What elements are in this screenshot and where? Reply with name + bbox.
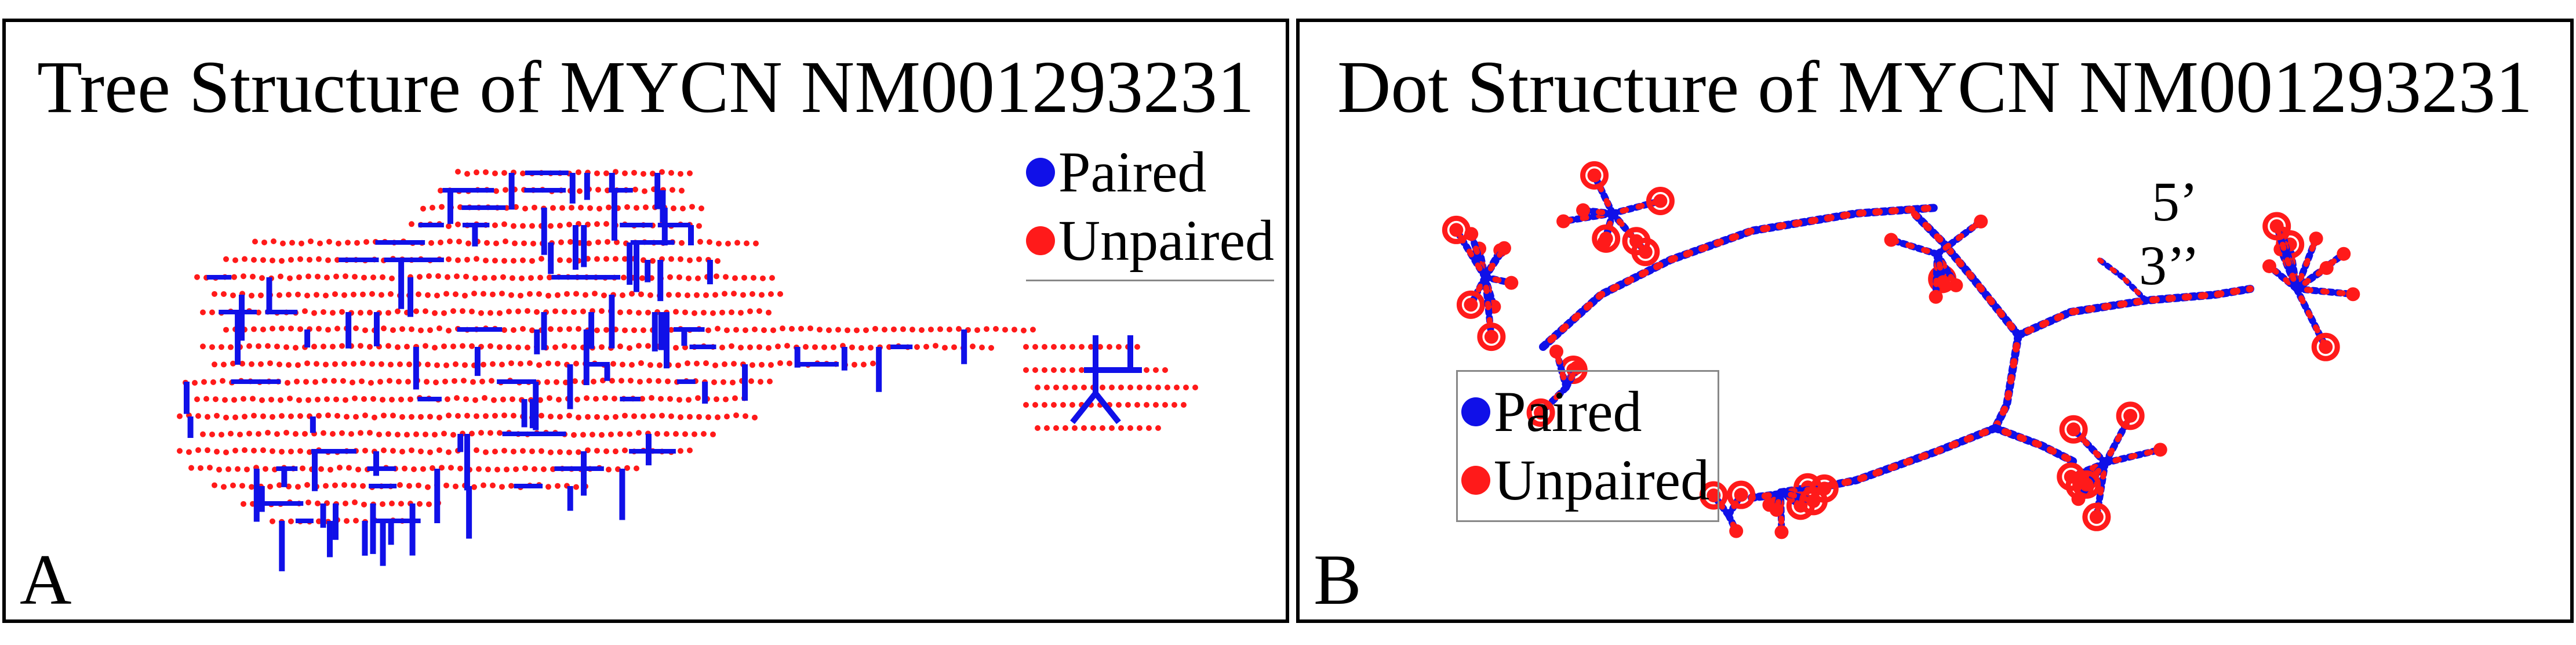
panel-a-label: A bbox=[20, 540, 72, 619]
dot-structure-marks bbox=[1442, 161, 2360, 539]
dot-structure-diagram bbox=[1442, 161, 2360, 539]
unpaired-marker-icon bbox=[1461, 466, 1490, 495]
three-prime-label: 3’’ bbox=[2139, 234, 2200, 296]
panel-b-label: B bbox=[1314, 540, 1362, 619]
legend-unpaired: Unpaired bbox=[1025, 206, 1274, 275]
paired-marker-icon bbox=[1025, 158, 1055, 187]
panel-b-dot-structure: Dot Structure of MYCN NM001293231 5’ 3’’… bbox=[1296, 19, 2574, 623]
legend-paired: Paired bbox=[1025, 138, 1274, 206]
panel-a-tree-structure: Tree Structure of MYCN NM001293231 Paire… bbox=[2, 19, 1289, 623]
panel-a-legend: Paired Unpaired bbox=[1025, 138, 1274, 281]
legend-paired: Paired bbox=[1461, 378, 1709, 446]
legend-unpaired: Unpaired bbox=[1461, 446, 1709, 514]
tree-structure-diagram bbox=[177, 169, 1198, 571]
panel-a-title: Tree Structure of MYCN NM001293231 bbox=[37, 46, 1255, 128]
tree-structure-marks bbox=[177, 169, 1198, 571]
legend-unpaired-label: Unpaired bbox=[1494, 448, 1710, 512]
legend-paired-label: Paired bbox=[1058, 140, 1207, 204]
panel-b-legend: Paired Unpaired bbox=[1456, 370, 1720, 522]
legend-paired-label: Paired bbox=[1494, 379, 1642, 444]
unpaired-marker-icon bbox=[1025, 226, 1055, 255]
panel-b-title: Dot Structure of MYCN NM001293231 bbox=[1337, 46, 2533, 128]
five-prime-label: 5’ bbox=[2152, 171, 2198, 233]
legend-unpaired-label: Unpaired bbox=[1058, 208, 1274, 273]
paired-marker-icon bbox=[1461, 397, 1490, 426]
